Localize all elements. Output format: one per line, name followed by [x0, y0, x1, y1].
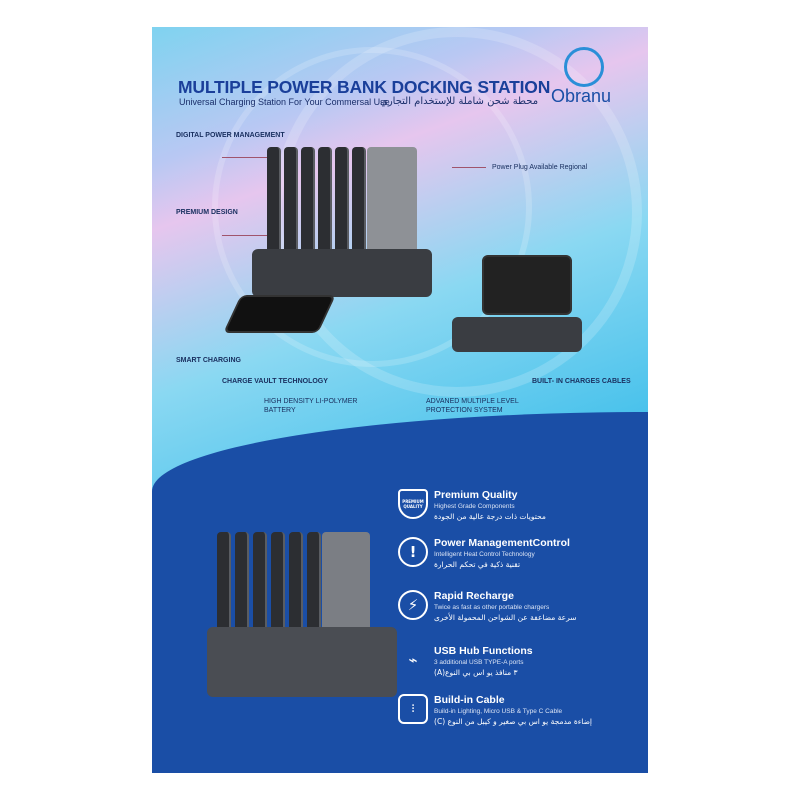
power-bank-flat	[452, 317, 582, 352]
feature-arabic: ٣ منافذ يو اس بي النوع(A)	[434, 668, 518, 677]
power-bank	[352, 147, 366, 257]
brand-logo-icon	[564, 47, 604, 87]
feature-subtitle: Build-in Lighting, Micro USB & Type C Ca…	[434, 708, 563, 715]
feature-arabic: محتويات ذات درجة عالية من الجودة	[434, 512, 546, 521]
feature-arabic: إضاءة مدمجة يو اس بي صغير و كيبل من النو…	[434, 717, 593, 726]
feature-arabic: تقنية ذكية في تحكم الحرارة	[434, 560, 521, 569]
callout-line	[222, 235, 267, 236]
page-title: MULTIPLE POWER BANK DOCKING STATION	[178, 77, 551, 97]
feature-title: USB Hub Functions	[434, 645, 533, 657]
callout-battery: HIGH DENSITY LI-POLYMER BATTERY	[264, 398, 358, 414]
power-bank	[235, 532, 249, 647]
feature-subtitle: Twice as fast as other portable chargers	[434, 604, 550, 611]
callout-line	[452, 167, 486, 168]
blue-panel	[152, 412, 648, 773]
power-bank	[284, 147, 298, 257]
power-bank	[267, 147, 281, 257]
callout-plug: Power Plug Available Regional	[492, 164, 588, 171]
callout-line	[222, 157, 267, 158]
power-bank	[301, 147, 315, 257]
shield-icon: PREMIUM QUALITY	[398, 489, 428, 519]
callout-digital: DIGITAL POWER MANAGEMENT	[176, 132, 285, 139]
feature-subtitle: Highest Grade Components	[434, 503, 515, 510]
brand-logo: Obranu	[551, 86, 612, 106]
background-ring	[212, 47, 532, 367]
feature-power-management: ! Power ManagementControl Intelligent He…	[398, 537, 644, 570]
power-bank	[318, 147, 332, 257]
subtitle: Universal Charging Station For Your Comm…	[179, 97, 390, 107]
phone-left	[223, 295, 336, 333]
feature-title: Rapid Recharge	[434, 590, 514, 602]
feature-rapid-recharge: ⚡ Rapid Recharge Twice as fast as other …	[398, 590, 644, 623]
feature-title: Premium Quality	[434, 489, 518, 501]
callout-cables: BUILT- IN CHARGES CABLES	[532, 378, 631, 385]
feature-premium-quality: PREMIUM QUALITY Premium Quality Highest …	[398, 489, 644, 522]
cable-icon: ⫶	[398, 694, 428, 724]
usb-icon: ⌁	[408, 651, 418, 669]
thermometer-icon: !	[398, 537, 428, 567]
docking-base	[207, 627, 397, 697]
power-bank	[253, 532, 267, 647]
power-bank	[289, 532, 303, 647]
feature-subtitle: 3 additional USB TYPE-A ports	[434, 659, 524, 666]
docking-base	[252, 249, 432, 297]
callout-smart: SMART CHARGING	[176, 357, 241, 364]
feature-arabic: سرعة مضاعفة عن الشواحن المحمولة الأخرى	[434, 613, 577, 622]
lightning-icon: ⚡	[398, 590, 428, 620]
feature-title: Power ManagementControl	[434, 537, 570, 549]
power-bank	[335, 147, 349, 257]
callout-vault: CHARGE VAULT TECHNOLOGY	[222, 378, 328, 385]
feature-usb-hub: ⌁ USB Hub Functions 3 additional USB TYP…	[408, 645, 644, 678]
phone-right	[482, 255, 572, 315]
callout-protection: ADVANED MULTIPLE LEVEL PROTECTION SYSTEM	[426, 398, 519, 414]
callout-premium: PREMIUM DESIGN	[176, 209, 238, 216]
feature-build-in-cable: ⫶ Build-in Cable Build-in Lighting, Micr…	[398, 694, 644, 727]
feature-subtitle: Intelligent Heat Control Technology	[434, 551, 535, 558]
power-bank	[367, 147, 417, 259]
power-bank	[217, 532, 231, 647]
power-bank	[271, 532, 285, 647]
subtitle-arabic: محطة شحن شاملة للإستخدام التجاري	[380, 96, 539, 107]
product-poster: Obranu MULTIPLE POWER BANK DOCKING STATI…	[152, 27, 648, 773]
feature-title: Build-in Cable	[434, 694, 505, 706]
power-bank	[307, 532, 321, 647]
